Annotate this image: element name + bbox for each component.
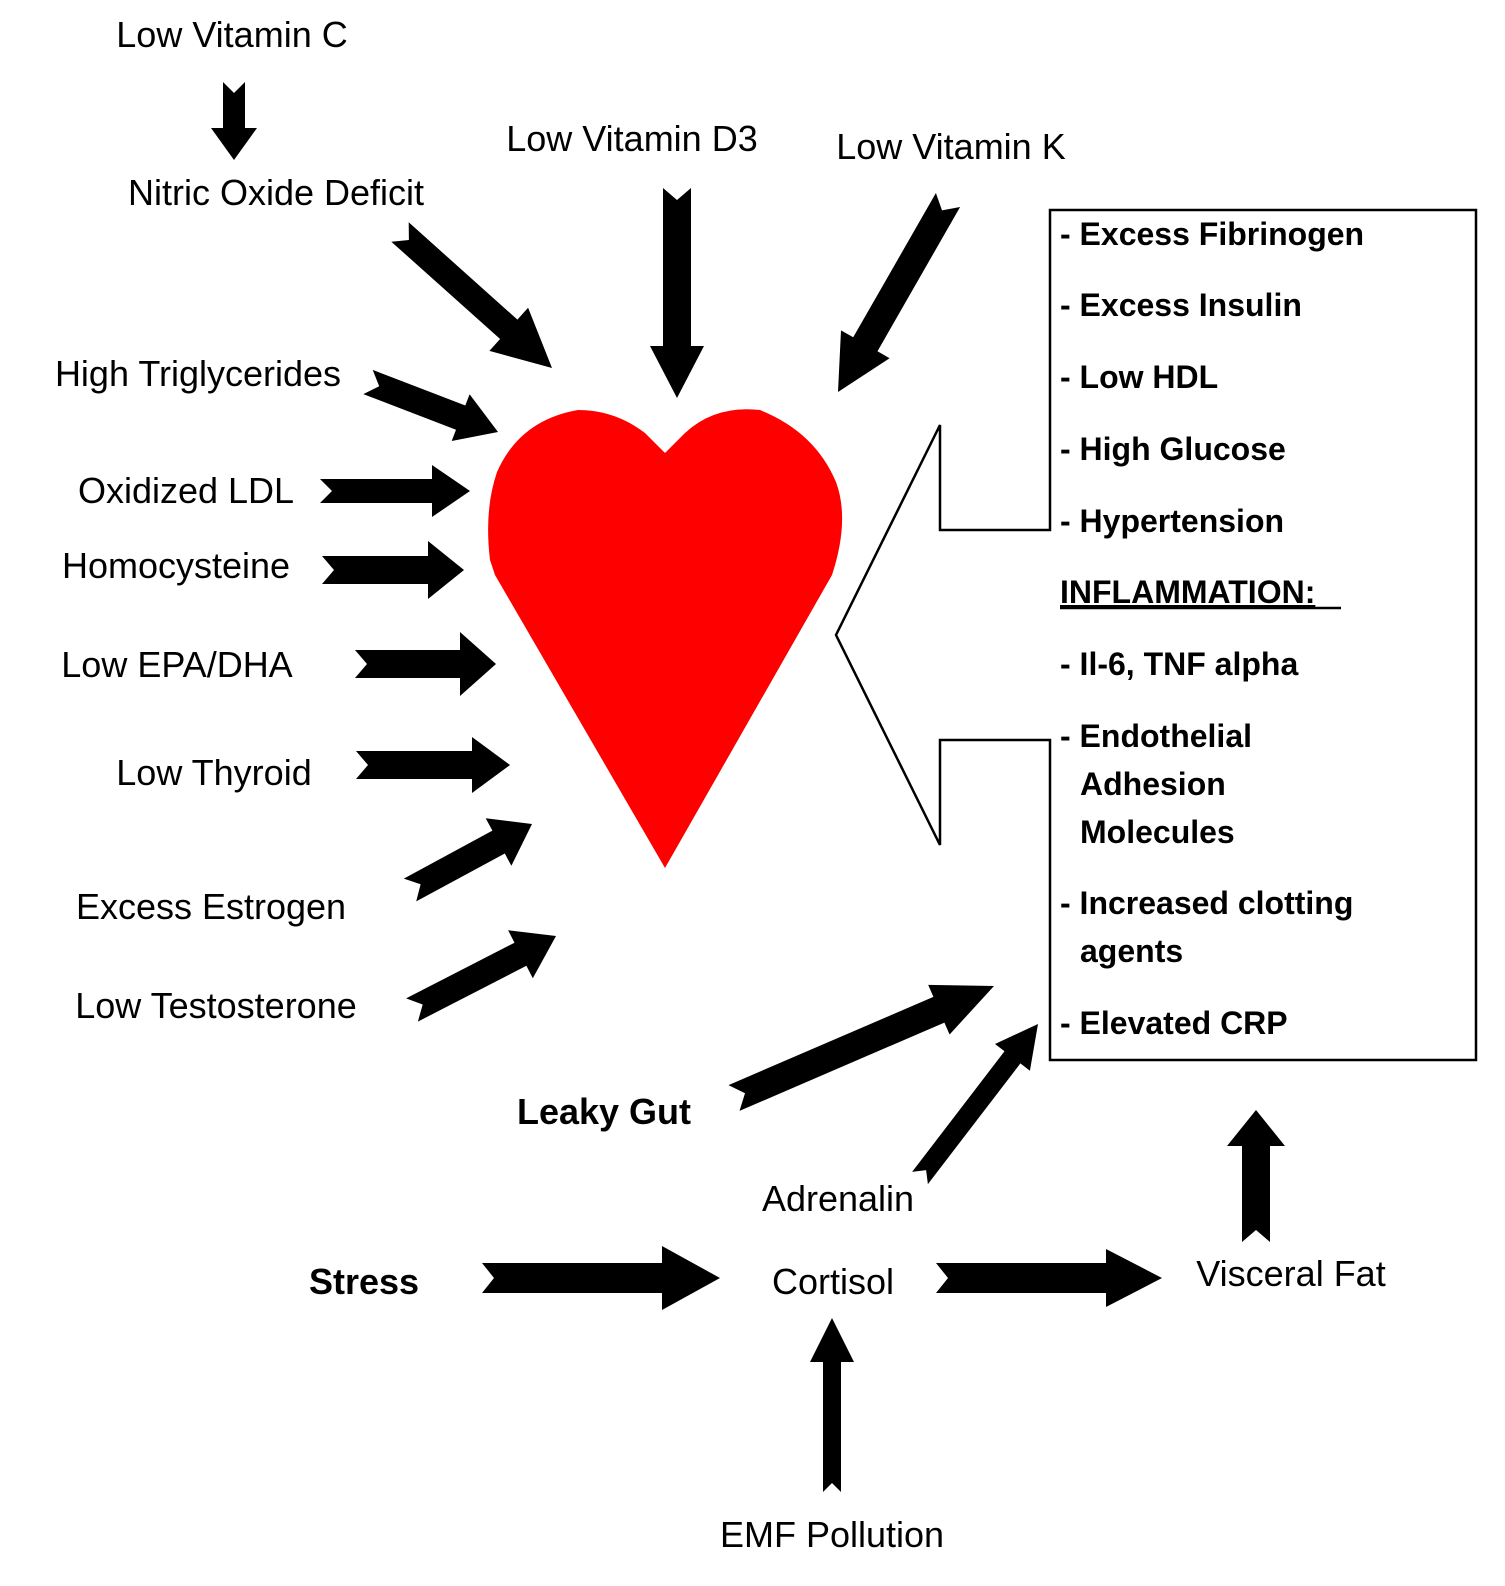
- arrow-cortisol-to-visceral-fat: [936, 1249, 1162, 1307]
- callout-item-low-hdl: - Low HDL: [1060, 359, 1218, 395]
- arrow-group: [211, 82, 1285, 1492]
- label-low-testosterone: Low Testosterone: [75, 985, 357, 1026]
- label-adrenalin: Adrenalin: [762, 1178, 914, 1219]
- callout-item-endothelial-1: - Endothelial: [1060, 718, 1252, 754]
- arrow-visceral-fat-to-box: [1227, 1110, 1285, 1242]
- callout-item-high-glucose: - High Glucose: [1060, 431, 1286, 467]
- label-nitric-oxide-deficit: Nitric Oxide Deficit: [128, 172, 424, 213]
- arrow-emf-to-cortisol: [810, 1318, 854, 1492]
- arrow-vitk-to-heart: [838, 193, 961, 392]
- callout-item-excess-insulin: - Excess Insulin: [1060, 287, 1302, 323]
- label-visceral-fat: Visceral Fat: [1196, 1253, 1385, 1294]
- label-low-vitamin-d3: Low Vitamin D3: [506, 118, 757, 159]
- arrow-estrogen-to-heart: [403, 818, 532, 902]
- arrow-homocysteine-to-heart: [322, 541, 464, 599]
- arrow-thyroid-to-heart: [356, 737, 510, 793]
- arrow-epa-dha-to-heart: [355, 632, 496, 696]
- callout-item-il6-tnf: - Il-6, TNF alpha: [1060, 646, 1298, 682]
- arrow-leaky-gut-to-box: [728, 984, 994, 1111]
- callout-item-clotting-1: - Increased clotting: [1060, 885, 1353, 921]
- arrow-oxidized-ldl-to-heart: [320, 465, 470, 517]
- arrow-vitd3-to-heart: [650, 188, 704, 398]
- label-low-epa-dha: Low EPA/DHA: [61, 644, 292, 685]
- heart-shape: [488, 409, 843, 868]
- callout-item-excess-fibrinogen: - Excess Fibrinogen: [1060, 216, 1364, 252]
- label-excess-estrogen: Excess Estrogen: [76, 886, 346, 927]
- arrow-vitc-to-nitric-oxide: [211, 82, 257, 160]
- label-emf-pollution: EMF Pollution: [720, 1514, 944, 1555]
- arrow-nitric-oxide-to-heart: [391, 222, 552, 368]
- callout-item-elevated-crp: - Elevated CRP: [1060, 1005, 1288, 1041]
- label-leaky-gut: Leaky Gut: [517, 1091, 691, 1132]
- arrow-triglycerides-to-heart: [363, 369, 498, 441]
- callout-heading-inflammation: INFLAMMATION:: [1060, 574, 1315, 610]
- callout-item-endothelial-2: Adhesion: [1080, 766, 1226, 802]
- arrow-stress-to-cortisol: [482, 1246, 720, 1310]
- label-low-vitamin-c: Low Vitamin C: [116, 14, 347, 55]
- callout-item-endothelial-3: Molecules: [1080, 814, 1235, 850]
- arrow-testosterone-to-heart: [406, 930, 556, 1022]
- label-stress: Stress: [309, 1261, 419, 1302]
- arrow-adrenalin-to-box: [912, 1024, 1038, 1185]
- label-high-triglycerides: High Triglycerides: [55, 353, 341, 394]
- callout-item-hypertension: - Hypertension: [1060, 503, 1284, 539]
- label-low-vitamin-k: Low Vitamin K: [836, 126, 1065, 167]
- callout-box: [834, 208, 1478, 1062]
- label-oxidized-ldl: Oxidized LDL: [78, 470, 294, 511]
- label-low-thyroid: Low Thyroid: [116, 752, 311, 793]
- callout-item-clotting-2: agents: [1080, 933, 1183, 969]
- label-homocysteine: Homocysteine: [62, 545, 290, 586]
- label-cortisol: Cortisol: [772, 1261, 894, 1302]
